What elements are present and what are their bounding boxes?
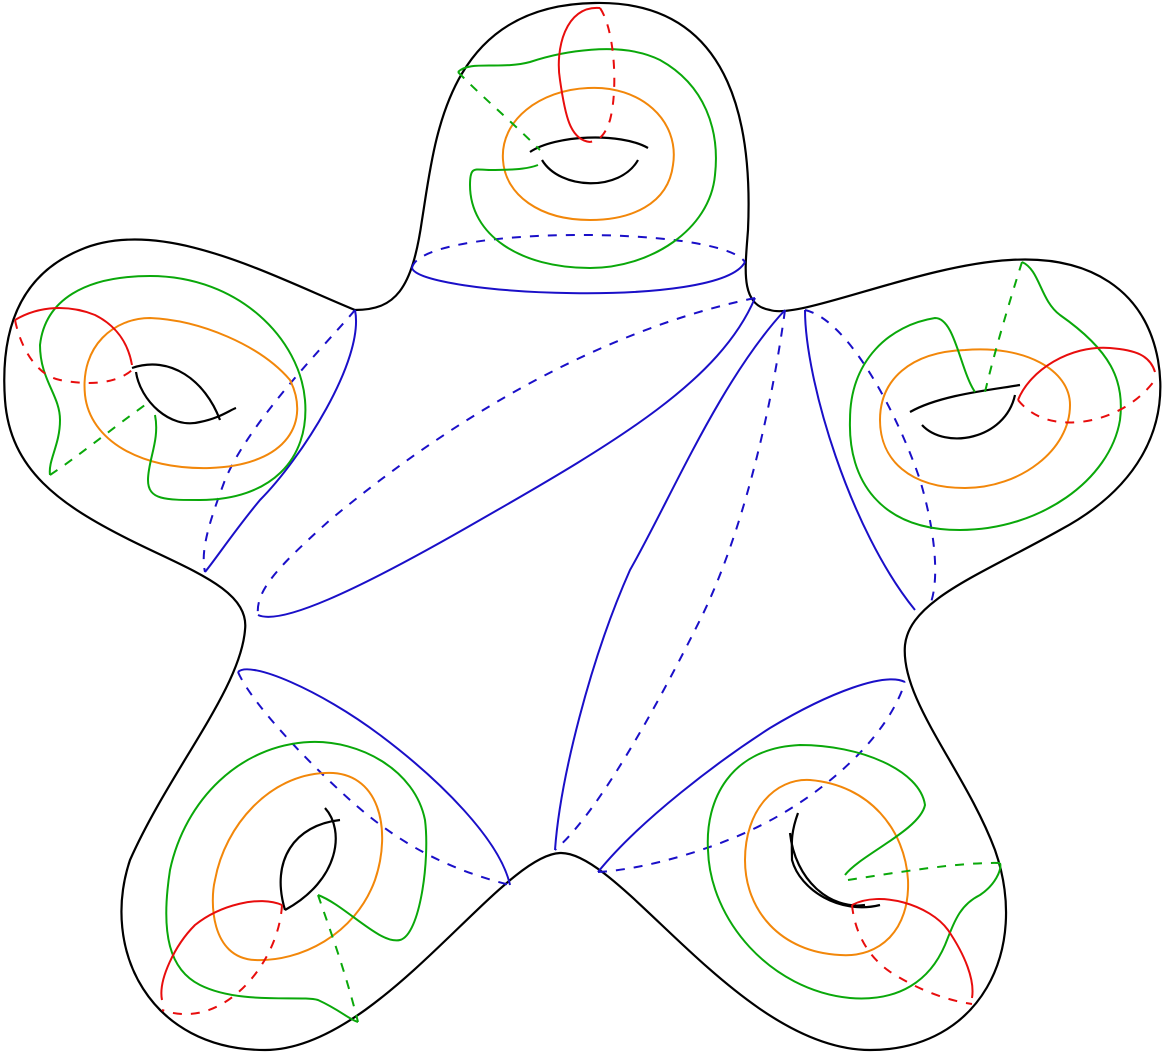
red-curve-lower-left <box>160 900 283 1016</box>
green-curve-upper-right <box>848 261 1122 532</box>
red-curve-upper-left <box>14 307 133 384</box>
orange-curve-lower-right <box>743 778 910 957</box>
green-curve-top <box>457 48 717 270</box>
green-curve-lower-right <box>706 743 1002 1000</box>
orange-curve-top <box>501 86 675 222</box>
orange-curve-lower-left <box>211 771 384 962</box>
pants-curve-lower-left <box>237 668 511 886</box>
pants-curve-left-center <box>256 297 756 618</box>
pants-curve-upper-right <box>804 309 937 611</box>
red-curve-top <box>557 6 616 143</box>
pants-curve-top <box>411 234 746 295</box>
hole-lower-left-icon <box>279 807 341 911</box>
hole-upper-left-icon <box>131 363 237 425</box>
orange-curve-upper-right <box>878 348 1072 490</box>
hole-top-icon <box>529 136 649 185</box>
pants-curve-upper-left <box>202 309 358 573</box>
pants-curve-center <box>554 309 786 851</box>
red-curve-upper-right <box>1017 346 1156 424</box>
surface-outline <box>3 1 1162 1052</box>
green-curve-upper-left <box>38 274 307 502</box>
hole-upper-right-icon <box>909 383 1021 440</box>
orange-curve-upper-left <box>83 316 299 470</box>
pants-curve-lower-right <box>597 678 906 873</box>
red-curve-lower-right <box>851 898 974 1005</box>
hole-lower-right-icon <box>788 812 881 909</box>
green-curve-lower-left <box>165 740 428 1023</box>
